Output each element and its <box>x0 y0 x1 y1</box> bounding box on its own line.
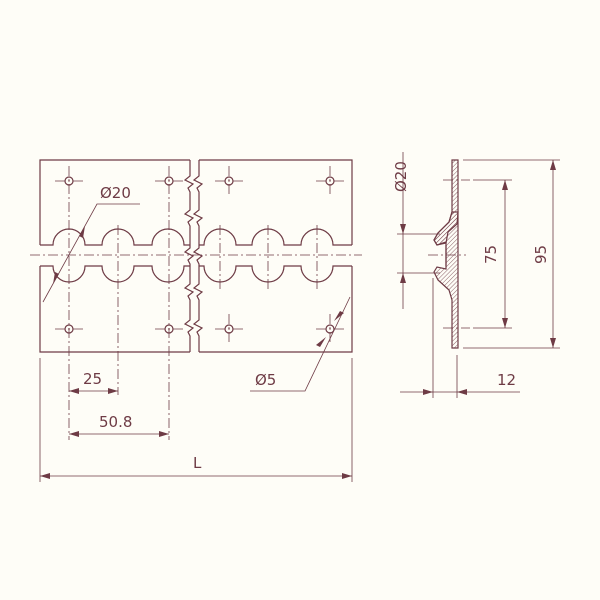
knuckle-band-top <box>40 228 352 246</box>
knuckle-diameter-callout: Ø20 <box>42 184 140 303</box>
knuckle-centerlines <box>117 225 318 395</box>
hole-pitch-dimension: 50.8 <box>69 413 169 437</box>
right-leaf <box>199 159 353 353</box>
length-dimension: L <box>39 358 353 482</box>
mounting-holes <box>55 166 344 440</box>
hole-spacing-dimension: 75 <box>473 179 512 329</box>
pitch-label: 25 <box>83 370 102 388</box>
hole-pitch-label: 50.8 <box>99 413 132 431</box>
length-label: L <box>193 454 202 472</box>
width-dimension: 95 <box>463 159 560 349</box>
side-view: Ø20 75 95 12 <box>392 152 560 398</box>
knuckle-band-bottom <box>40 265 352 283</box>
hole-spacing-label: 75 <box>482 245 500 264</box>
thickness-label: 12 <box>497 371 516 389</box>
front-view: Ø20 Ø5 25 50.8 L <box>30 159 362 482</box>
hole-diameter-callout: Ø5 <box>250 296 351 392</box>
break-line-left <box>183 160 195 352</box>
hinge-profile-knuckle <box>433 211 459 349</box>
knuckle-diameter-label: Ø20 <box>100 184 131 202</box>
pitch-dimension: 25 <box>69 370 118 394</box>
side-knuckle-diameter-label: Ø20 <box>392 161 410 192</box>
thickness-dimension: 12 <box>400 278 520 398</box>
left-leaf <box>39 159 190 353</box>
hole-diameter-label: Ø5 <box>255 371 276 389</box>
side-knuckle-diameter-dimension: Ø20 <box>392 152 440 309</box>
break-line-right <box>192 160 204 352</box>
width-label: 95 <box>532 245 550 264</box>
